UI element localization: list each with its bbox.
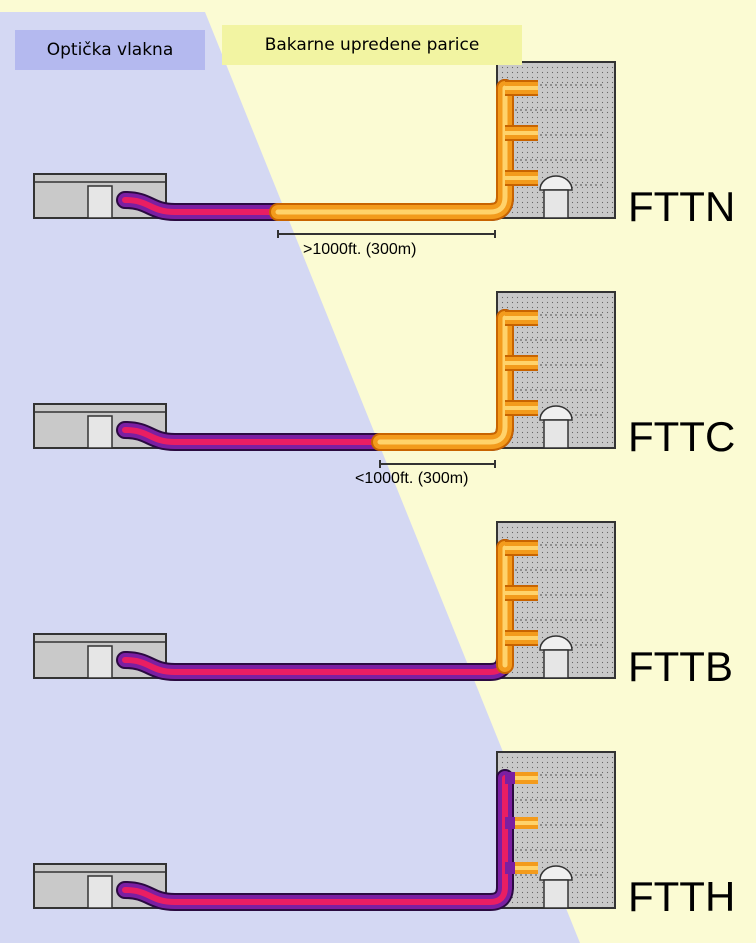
fttc-label: FTTC: [628, 413, 736, 460]
fttc-distance-label: <1000ft. (300m): [355, 470, 469, 487]
fiber-cable-core: [122, 775, 508, 905]
building-door: [543, 419, 569, 449]
fttn-distance-label: >1000ft. (300m): [303, 241, 417, 258]
copper-cable-core: [377, 315, 508, 445]
copper-legend: Bakarne upredene parice: [222, 25, 522, 65]
distance-bracket: [379, 460, 496, 468]
central-office-door: [87, 645, 113, 679]
unit-dome: [539, 635, 573, 651]
fttc-row: [33, 291, 616, 468]
unit-dome: [539, 175, 573, 191]
central-office-door: [87, 185, 113, 219]
building-door: [543, 879, 569, 909]
fttb-label: FTTB: [628, 643, 733, 690]
building-door: [543, 649, 569, 679]
fiber-legend: Optička vlakna: [15, 30, 205, 70]
fiber-region: [0, 12, 580, 943]
fiber-legend-label: Optička vlakna: [46, 40, 174, 60]
copper-legend-label: Bakarne upredene parice: [264, 35, 480, 55]
fttn-label: FTTN: [628, 183, 736, 230]
unit-dome: [539, 405, 573, 421]
ftth-label: FTTH: [628, 873, 736, 920]
central-office-door: [87, 875, 113, 909]
ftth-row: [33, 751, 616, 911]
central-office-door: [87, 415, 113, 449]
distance-bracket: [277, 230, 496, 238]
building-door: [543, 189, 569, 219]
fttb-row: [33, 521, 616, 681]
unit-dome: [539, 865, 573, 881]
copper-cable-core: [275, 85, 508, 215]
fttn-row: [33, 61, 616, 238]
